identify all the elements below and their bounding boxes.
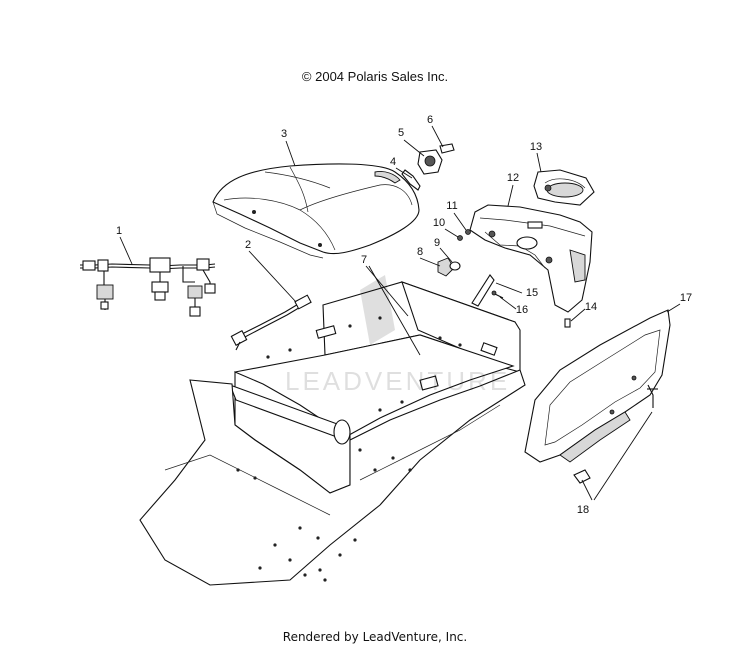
callout-5[interactable]: 5: [397, 127, 405, 139]
part-11-screw[interactable]: [465, 229, 471, 235]
callout-14[interactable]: 14: [584, 301, 598, 313]
rendered-by-text: Rendered by LeadVenture, Inc.: [282, 630, 468, 644]
part-18-push-pins[interactable]: [573, 384, 658, 484]
callout-2[interactable]: 2: [244, 239, 252, 251]
leader-lines: [119, 125, 681, 501]
callout-15[interactable]: 15: [525, 287, 539, 299]
part-13-tail-light[interactable]: [533, 169, 595, 206]
part-16-screw[interactable]: [491, 290, 504, 299]
callout-17[interactable]: 17: [679, 292, 693, 304]
callout-1[interactable]: 1: [115, 225, 123, 237]
part-15-rod[interactable]: [471, 274, 495, 307]
callout-9[interactable]: 9: [433, 237, 441, 249]
callout-3[interactable]: 3: [280, 128, 288, 140]
copyright-text: © 2004 Polaris Sales Inc.: [301, 69, 449, 84]
part-17-side-panel[interactable]: [524, 309, 671, 463]
callout-12[interactable]: 12: [506, 172, 520, 184]
callout-13[interactable]: 13: [529, 141, 543, 153]
part-7-frame-box[interactable]: [139, 281, 526, 586]
callout-8[interactable]: 8: [416, 246, 424, 258]
part-3-seat[interactable]: [212, 163, 420, 259]
callout-18[interactable]: 18: [576, 504, 590, 516]
callout-6[interactable]: 6: [426, 114, 434, 126]
callout-16[interactable]: 16: [515, 304, 529, 316]
part-10-washer[interactable]: [457, 235, 463, 241]
part-2-small-harness[interactable]: [230, 294, 312, 351]
callout-7[interactable]: 7: [360, 254, 368, 266]
callout-4[interactable]: 4: [389, 156, 397, 168]
callout-10[interactable]: 10: [432, 217, 446, 229]
part-6-key[interactable]: [439, 143, 455, 154]
part-14-clip[interactable]: [564, 318, 571, 328]
part-12-rear-cowl[interactable]: [469, 204, 593, 313]
part-8-grommet[interactable]: [437, 257, 455, 277]
part-9-nut[interactable]: [449, 261, 461, 271]
callout-11[interactable]: 11: [446, 200, 458, 212]
part-1-wiring-harness[interactable]: [80, 257, 216, 317]
